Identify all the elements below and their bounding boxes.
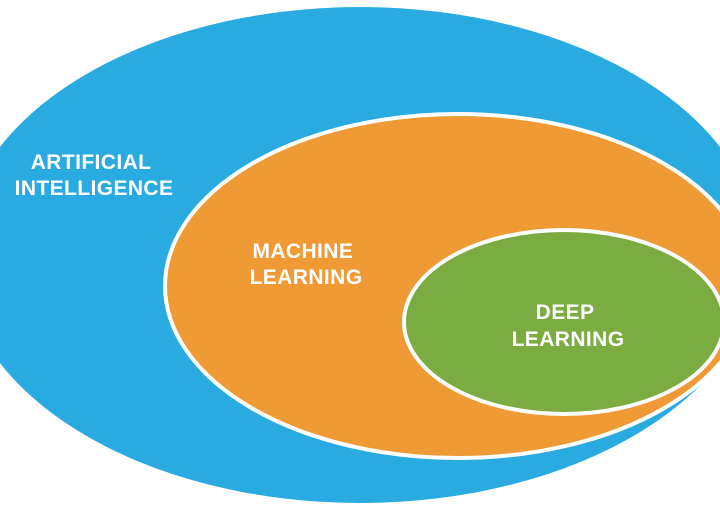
machine-learning-label-line1: MACHINE bbox=[252, 240, 353, 263]
deep-learning-set bbox=[402, 228, 720, 416]
deep-learning-label: DEEP LEARNING bbox=[512, 301, 625, 351]
deep-learning-label-line2: LEARNING bbox=[512, 328, 625, 351]
deep-learning-label-line1: DEEP bbox=[536, 301, 594, 324]
artificial-intelligence-label-line1: ARTIFICIAL bbox=[31, 151, 151, 174]
artificial-intelligence-label: ARTIFICIAL INTELLIGENCE bbox=[15, 151, 174, 200]
machine-learning-label: MACHINE LEARNING bbox=[250, 240, 363, 289]
artificial-intelligence-label-line2: INTELLIGENCE bbox=[15, 177, 174, 200]
machine-learning-label-line2: LEARNING bbox=[250, 266, 363, 289]
